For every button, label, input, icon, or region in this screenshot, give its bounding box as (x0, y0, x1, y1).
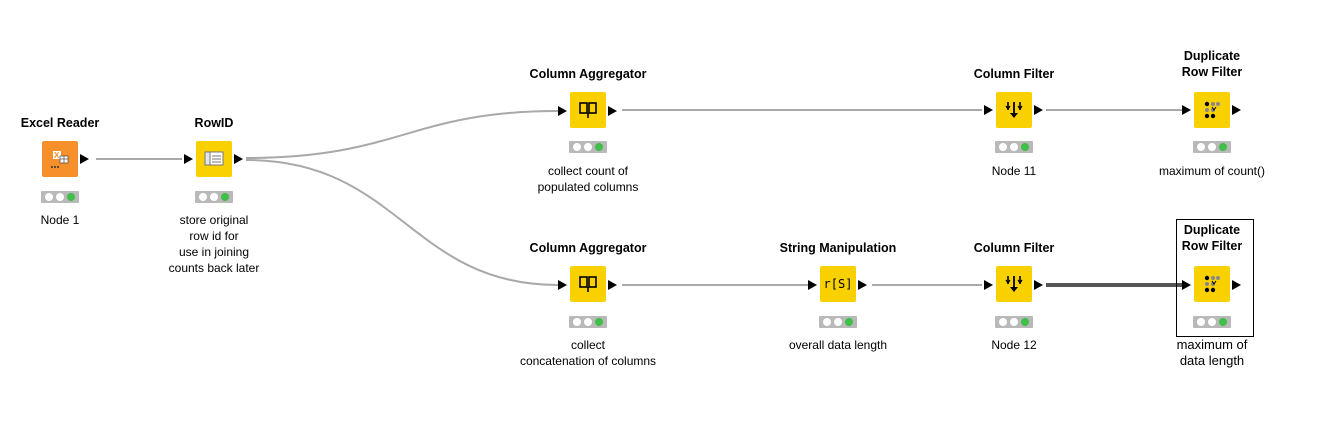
status-dot (1196, 318, 1205, 326)
status-dot (998, 318, 1007, 326)
status-traffic-light (995, 316, 1033, 328)
status-traffic-light (1193, 316, 1231, 328)
status-dot (1196, 143, 1205, 151)
status-dot (583, 143, 592, 151)
status-traffic-light (569, 141, 607, 153)
status-dot (572, 318, 581, 326)
input-port[interactable] (558, 106, 567, 116)
status-traffic-light (195, 191, 233, 203)
output-port[interactable] (608, 106, 617, 116)
status-dot (1009, 143, 1018, 151)
status-dot (583, 318, 592, 326)
status-dot (998, 143, 1007, 151)
node-title: Column Aggregator (529, 241, 647, 255)
input-port[interactable] (1182, 280, 1191, 290)
input-port[interactable] (808, 280, 817, 290)
status-dot-executed (1219, 318, 1228, 326)
status-traffic-light (819, 316, 857, 328)
status-dot (1207, 318, 1216, 326)
node-label[interactable]: Node 11 (991, 164, 1037, 178)
node-label[interactable]: overall data length (788, 338, 888, 352)
status-dot-executed (595, 143, 604, 151)
status-traffic-light (995, 141, 1033, 153)
status-dot-executed (221, 193, 230, 201)
excel-icon[interactable]: X (42, 141, 78, 177)
rowid-icon[interactable] (196, 141, 232, 177)
status-dot (55, 193, 64, 201)
status-dot (198, 193, 207, 201)
status-dot (1009, 318, 1018, 326)
input-port[interactable] (184, 154, 193, 164)
status-dot (822, 318, 831, 326)
output-port[interactable] (1232, 280, 1241, 290)
output-port[interactable] (1034, 105, 1043, 115)
node-title: RowID (194, 116, 234, 130)
column-filter-icon[interactable] (996, 266, 1032, 302)
aggregator-icon[interactable] (570, 266, 606, 302)
output-port[interactable] (80, 154, 89, 164)
node-label[interactable]: Node 12 (991, 338, 1037, 352)
status-dot-executed (845, 318, 854, 326)
node-selection-box (1176, 219, 1254, 337)
status-dot (1207, 143, 1216, 151)
column-filter-icon[interactable] (996, 92, 1032, 128)
output-port[interactable] (1034, 280, 1043, 290)
status-dot-executed (1021, 318, 1030, 326)
status-dot-executed (67, 193, 76, 201)
status-traffic-light (1193, 141, 1231, 153)
status-dot-executed (1021, 143, 1030, 151)
status-dot (572, 143, 581, 151)
node-title: Excel Reader (20, 116, 100, 130)
svg-text:X: X (54, 151, 60, 160)
wire-rowid-agg-bottom[interactable] (245, 159, 559, 286)
duplicate-filter-icon[interactable] (1194, 92, 1230, 128)
status-dot-executed (1219, 143, 1228, 151)
aggregator-icon[interactable] (570, 92, 606, 128)
node-title: Duplicate Row Filter (1181, 223, 1243, 253)
node-label[interactable]: Node 1 (40, 213, 80, 227)
node-title: Column Filter (973, 67, 1055, 81)
input-port[interactable] (984, 280, 993, 290)
node-title: Column Filter (973, 241, 1055, 255)
node-title: String Manipulation (779, 241, 897, 255)
wire-rowid-agg-top[interactable] (245, 110, 559, 159)
status-traffic-light (569, 316, 607, 328)
status-dot-executed (595, 318, 604, 326)
output-port[interactable] (608, 280, 617, 290)
duplicate-filter-icon[interactable] (1194, 266, 1230, 302)
node-label[interactable]: collect concatenation of columns (519, 338, 657, 368)
node-label[interactable]: store original row id for use in joining… (168, 213, 260, 275)
output-port[interactable] (1232, 105, 1241, 115)
input-port[interactable] (1182, 105, 1191, 115)
node-title: Duplicate Row Filter (1181, 49, 1243, 79)
string-manipulation-icon[interactable]: r[S] (820, 266, 856, 302)
node-label[interactable]: collect count of populated columns (537, 164, 639, 194)
input-port[interactable] (984, 105, 993, 115)
status-traffic-light (41, 191, 79, 203)
input-port[interactable] (558, 280, 567, 290)
node-label[interactable]: maximum of count() (1158, 164, 1266, 178)
status-dot (209, 193, 218, 201)
status-dot (833, 318, 842, 326)
node-label[interactable]: maximum of data length (1176, 337, 1248, 368)
node-title: Column Aggregator (529, 67, 647, 81)
output-port[interactable] (858, 280, 867, 290)
output-port[interactable] (234, 154, 243, 164)
status-dot (44, 193, 53, 201)
string-manipulation-glyph: r[S] (823, 277, 853, 291)
